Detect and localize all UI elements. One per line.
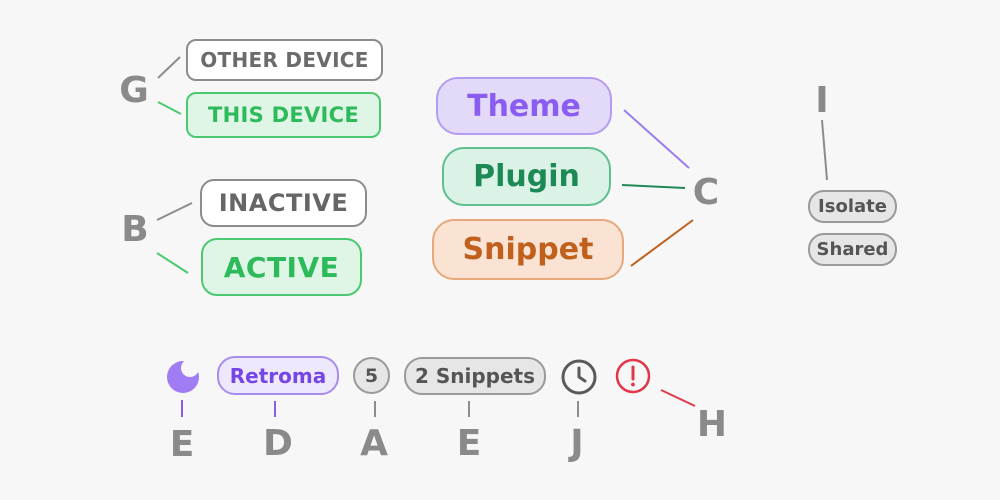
isolate-badge: Isolate — [808, 190, 897, 223]
connector-g-other-device — [157, 56, 181, 79]
shared-badge: Shared — [808, 233, 897, 266]
label-a: A — [360, 423, 388, 464]
inactive-badge: INACTIVE — [200, 179, 367, 227]
label-b: B — [121, 209, 149, 250]
count-badge: 5 — [353, 357, 390, 394]
label-h: H — [696, 404, 728, 445]
active-badge: ACTIVE — [201, 238, 362, 296]
connector-b-active — [156, 252, 189, 274]
snippet-type-badge: Snippet — [432, 219, 624, 280]
label-e-moon: E — [169, 424, 195, 465]
label-e-snippets: E — [456, 423, 482, 464]
plugin-type-badge: Plugin — [442, 147, 611, 206]
connector-g-this-device — [157, 101, 182, 115]
label-i: I — [815, 80, 829, 121]
connector-i-isolate — [821, 119, 828, 181]
connector-h-alert — [660, 389, 696, 407]
this-device-badge: THIS DEVICE — [186, 92, 381, 138]
label-d: D — [263, 423, 293, 464]
label-c: C — [692, 172, 720, 213]
moon-icon — [167, 361, 199, 393]
alert-circle-icon — [615, 358, 651, 394]
connector-b-inactive — [156, 202, 193, 221]
connector-c-plugin — [621, 184, 686, 189]
snippet-count-badge: 2 Snippets — [404, 357, 546, 395]
theme-type-badge: Theme — [436, 77, 612, 135]
label-j: J — [570, 423, 584, 464]
theme-name-badge: Retroma — [217, 356, 339, 395]
connector-c-theme — [623, 109, 690, 169]
other-device-badge: OTHER DEVICE — [186, 39, 383, 81]
clock-icon — [561, 359, 597, 395]
connector-c-snippet — [630, 219, 694, 267]
label-g: G — [119, 70, 149, 111]
